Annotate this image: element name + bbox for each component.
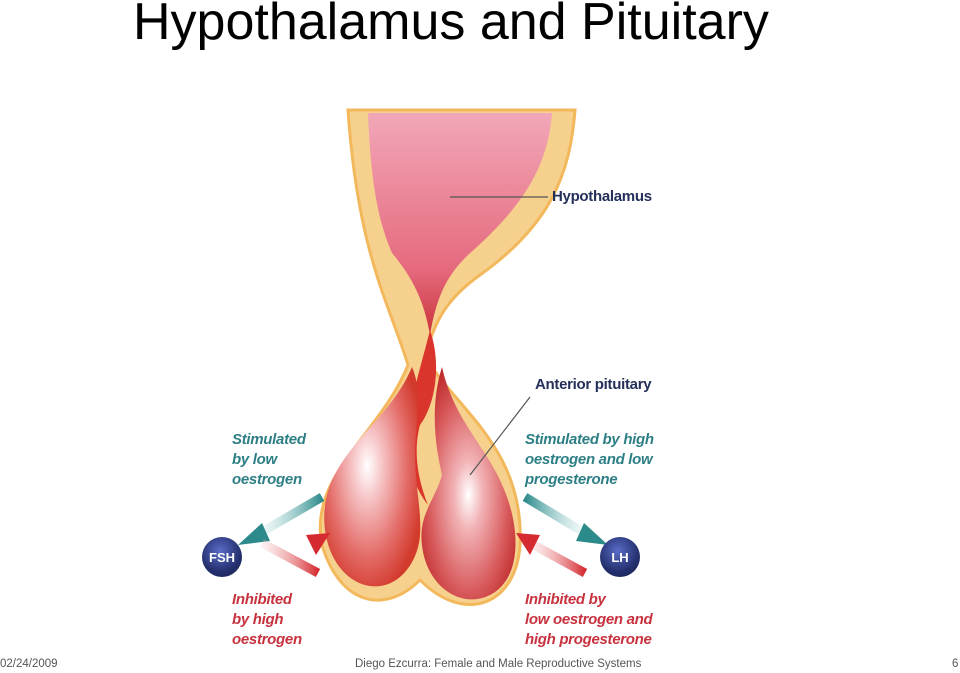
footer-page-number: 6 <box>952 658 959 670</box>
lh-hormone-ball: LH <box>600 537 640 577</box>
fsh-inhibited-label: Inhibited by high oestrogen <box>232 591 302 648</box>
footer-caption: Diego Ezcurra: Female and Male Reproduct… <box>355 658 642 670</box>
lh-inhibited-arrow <box>516 533 588 577</box>
anterior-pituitary-lobe <box>421 367 516 600</box>
fsh-stimulated-label: Stimulated by low oestrogen <box>232 431 306 488</box>
lh-inhibited-label: Inhibited by low oestrogen and high prog… <box>525 591 653 648</box>
lh-stimulated-label: Stimulated by high oestrogen and low pro… <box>525 431 654 488</box>
footer-date: 02/24/2009 <box>0 658 58 670</box>
pituitary-left-lobe <box>324 367 421 587</box>
fsh-hormone-ball: FSH <box>202 537 242 577</box>
slide-title: Hypothalamus and Pituitary <box>133 0 769 51</box>
anterior-pituitary-leader-line <box>469 396 531 476</box>
fsh-stimulated-arrow <box>238 493 325 545</box>
hypothalamus-pituitary-diagram: Hypothalamus Anterior pituitary Stimulat… <box>180 105 680 650</box>
anterior-pituitary-label: Anterior pituitary <box>535 376 652 393</box>
hypothalamus-label: Hypothalamus <box>552 188 652 205</box>
fsh-inhibited-arrow <box>259 533 330 577</box>
diagram-illustration <box>238 108 608 606</box>
hypothalamus-region <box>368 113 552 335</box>
lh-stimulated-arrow <box>522 493 608 545</box>
